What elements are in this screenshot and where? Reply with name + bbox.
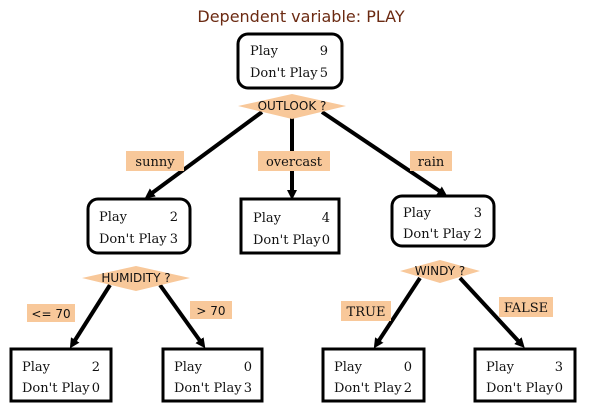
node-root-play-label: Play (250, 44, 279, 59)
leaf-le70-dontplay-count: 0 (92, 381, 100, 396)
node-overcast-play-label: Play (253, 211, 282, 226)
node-sunny-play-label: Play (99, 210, 128, 225)
split-windy-label: WINDY ? (415, 264, 465, 278)
leaf-false-dontplay-count: 0 (555, 381, 563, 396)
node-root-dontplay-label: Don't Play (250, 66, 318, 81)
leaf-false-play-label: Play (486, 360, 515, 375)
svg-text:TRUE: TRUE (347, 305, 386, 320)
leaf-gt70-dontplay-label: Don't Play (174, 381, 242, 396)
node-humidity-gt70: Play 0 Don't Play 3 (161, 347, 264, 403)
node-rain-dontplay-label: Don't Play (403, 227, 471, 242)
leaf-gt70-play-count: 0 (244, 360, 252, 375)
leaf-false-play-count: 3 (555, 360, 563, 375)
leaf-gt70-play-label: Play (174, 360, 203, 375)
leaf-true-dontplay-count: 2 (404, 381, 412, 396)
svg-text:FALSE: FALSE (504, 301, 548, 316)
node-rain-dontplay-count: 2 (474, 227, 482, 242)
node-sunny-dontplay-count: 3 (170, 232, 178, 247)
edge-label-true: TRUE (341, 301, 391, 321)
leaf-true-play-label: Play (334, 360, 363, 375)
edge-humidity-le70 (69, 283, 112, 349)
svg-text:sunny: sunny (135, 155, 175, 170)
svg-text:> 70: > 70 (196, 304, 225, 318)
leaf-le70-dontplay-label: Don't Play (22, 381, 90, 396)
node-root: Play 9 Don't Play 5 (236, 32, 344, 90)
node-sunny-dontplay-label: Don't Play (99, 232, 167, 247)
node-overcast-dontplay-count: 0 (322, 233, 330, 248)
node-overcast-dontplay-label: Don't Play (253, 233, 321, 248)
edge-humidity-gt70 (158, 283, 206, 349)
leaf-true-dontplay-label: Don't Play (334, 381, 402, 396)
diagram-title: Dependent variable: PLAY (197, 7, 404, 26)
node-overcast-play-count: 4 (322, 211, 330, 226)
edge-label-false: FALSE (499, 297, 553, 317)
leaf-true-play-count: 0 (404, 360, 412, 375)
node-overcast: Play 4 Don't Play 0 (239, 197, 341, 255)
edge-label-overcast: overcast (258, 151, 330, 171)
split-humidity: HUMIDITY ? (82, 266, 190, 291)
node-humidity-le70: Play 2 Don't Play 0 (9, 347, 113, 403)
node-rain-play-count: 3 (474, 206, 482, 221)
edge-label-sunny: sunny (126, 151, 184, 171)
leaf-gt70-dontplay-count: 3 (244, 381, 252, 396)
svg-text:rain: rain (418, 155, 445, 170)
split-outlook-label: OUTLOOK ? (258, 99, 327, 113)
split-outlook: OUTLOOK ? (238, 94, 346, 119)
node-rain: Play 3 Don't Play 2 (390, 194, 496, 248)
split-windy: WINDY ? (400, 260, 480, 283)
leaf-le70-play-label: Play (22, 360, 51, 375)
node-sunny: Play 2 Don't Play 3 (86, 197, 192, 255)
leaf-false-dontplay-label: Don't Play (486, 381, 554, 396)
node-root-play-count: 9 (320, 44, 328, 59)
edge-outlook-rain (320, 110, 448, 197)
edge-label-le70: <= 70 (27, 304, 75, 322)
edge-outlook-sunny (144, 110, 264, 199)
svg-text:<= 70: <= 70 (31, 307, 70, 321)
split-humidity-label: HUMIDITY ? (101, 271, 170, 285)
node-sunny-play-count: 2 (170, 210, 178, 225)
leaf-le70-play-count: 2 (92, 360, 100, 375)
edge-label-rain: rain (410, 151, 452, 171)
node-windy-false: Play 3 Don't Play 0 (473, 347, 577, 403)
node-rain-play-label: Play (403, 206, 432, 221)
tree-edges (69, 110, 525, 349)
node-root-dontplay-count: 5 (320, 66, 328, 81)
svg-text:overcast: overcast (266, 155, 323, 170)
edge-windy-false (458, 276, 525, 348)
edge-windy-true (373, 276, 422, 349)
edge-label-gt70: > 70 (190, 301, 232, 319)
node-windy-true: Play 0 Don't Play 2 (321, 347, 426, 403)
